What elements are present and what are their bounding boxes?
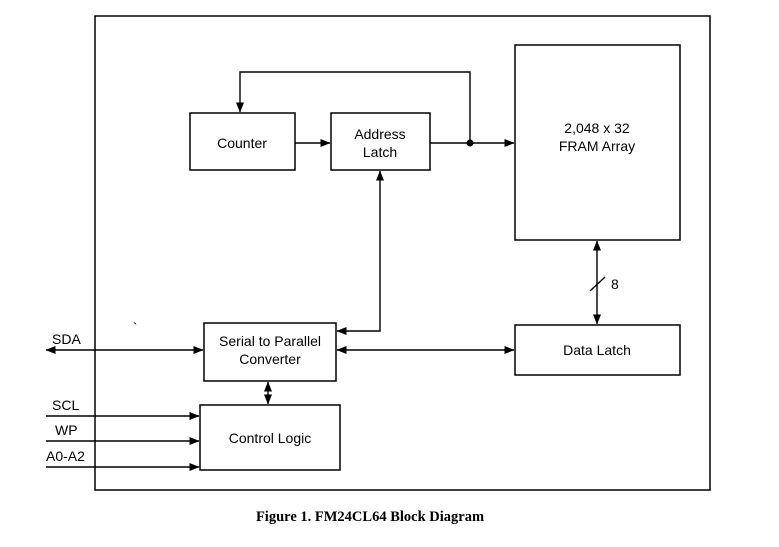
- converter-to-address-latch-arrow: [336, 170, 384, 335]
- control-logic-box: [199, 404, 341, 471]
- fram-array-label-line1: 2,048 x 32: [564, 120, 630, 136]
- address-latch-label-line2: Latch: [363, 144, 397, 160]
- data-latch-label: Data Latch: [563, 342, 631, 358]
- control-logic-label: Control Logic: [229, 430, 312, 446]
- address-latch-label-line1: Address: [354, 126, 405, 142]
- fram-array-label-line2: FRAM Array: [559, 138, 635, 154]
- bus-width-slash: [589, 276, 606, 292]
- fram-array-box: [514, 44, 681, 241]
- serial-parallel-converter-box: [203, 322, 337, 382]
- data-latch-box: [514, 324, 681, 376]
- scl-label: SCL: [52, 397, 79, 413]
- a0-a2-label: A0-A2: [46, 448, 85, 464]
- counter-label: Counter: [217, 135, 267, 151]
- address-latch-box: [330, 112, 431, 171]
- figure-caption: Figure 1. FM24CL64 Block Diagram: [256, 509, 484, 525]
- feedback-loop-to-counter-arrow: [236, 71, 471, 143]
- counter-box: [189, 112, 296, 171]
- wp-label: WP: [55, 422, 78, 438]
- serial-parallel-label-line2: Converter: [239, 351, 301, 367]
- serial-parallel-label-line1: Serial to Parallel: [219, 333, 321, 349]
- bus-width-label: 8: [611, 276, 619, 292]
- stray-tick-mark: `: [133, 320, 137, 335]
- sda-label: SDA: [52, 331, 81, 347]
